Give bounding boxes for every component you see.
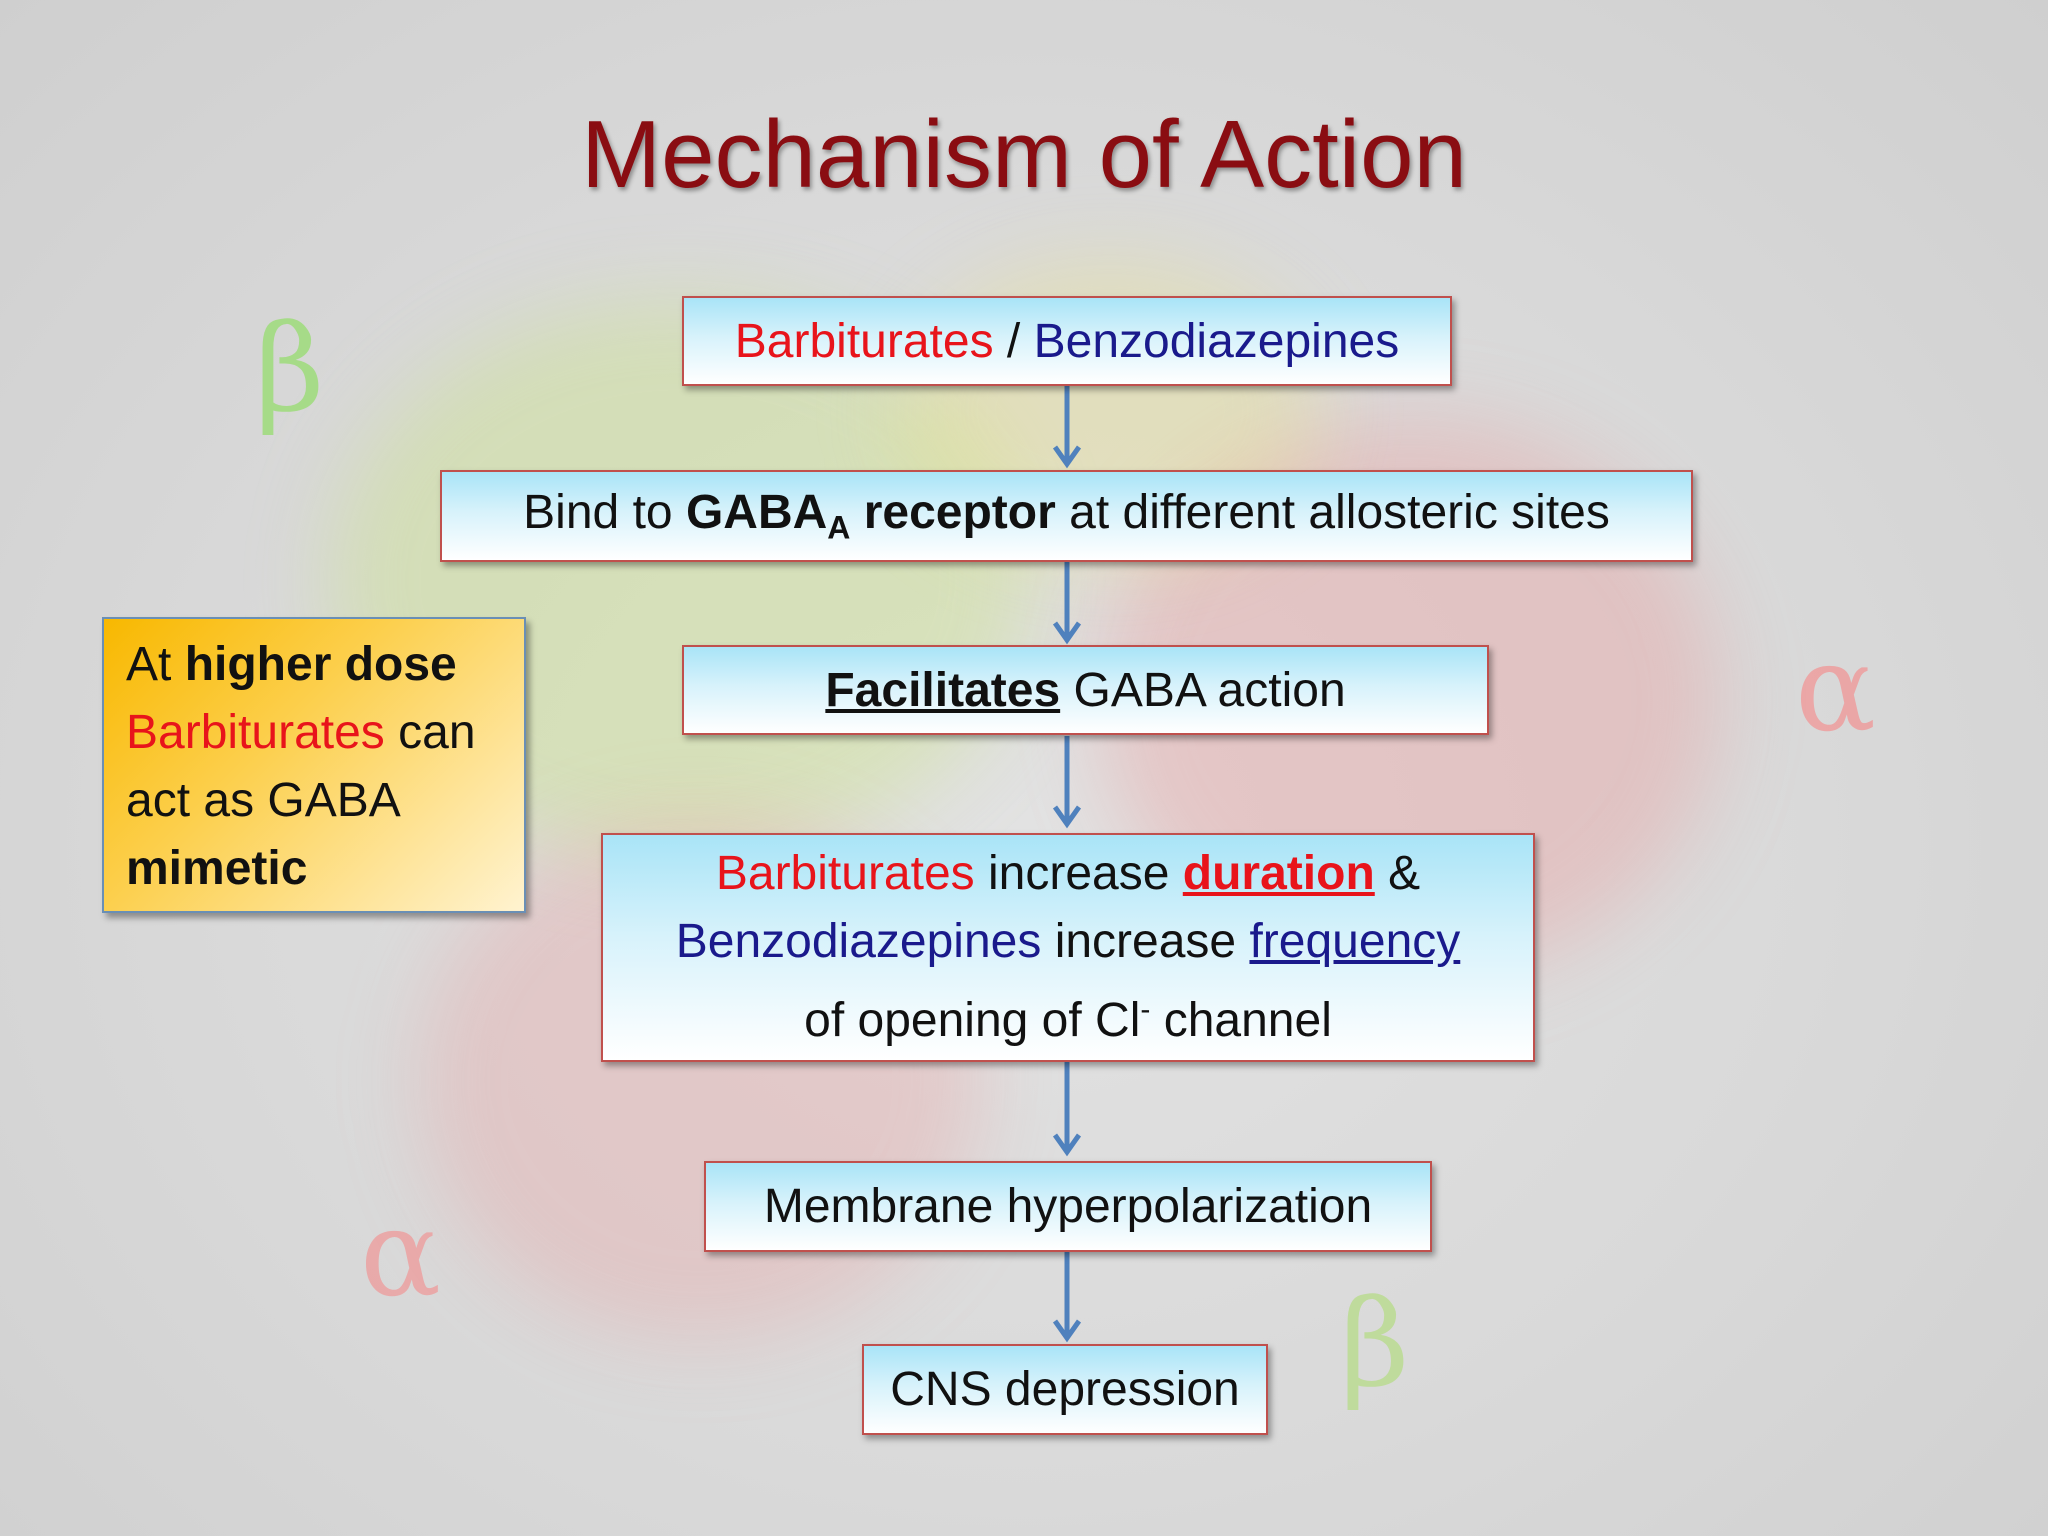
arrow-1-head: [1052, 445, 1082, 469]
increase-text: increase: [988, 847, 1170, 900]
slide-title: Mechanism of Action: [581, 101, 1467, 208]
receptor-text: receptor: [863, 486, 1056, 540]
arrow-2-head: [1052, 621, 1082, 645]
duration-text: duration: [1182, 847, 1375, 900]
slash-separator: /: [1006, 314, 1021, 368]
benzodiazepines-label: Benzodiazepines: [675, 915, 1042, 968]
arrow-4-head: [1052, 1133, 1082, 1157]
facilitates-text: Facilitates: [825, 663, 1061, 717]
hyperpolarization-box: Membrane hyperpolarization: [704, 1161, 1432, 1252]
benzodiazepines-label: Benzodiazepines: [1033, 314, 1400, 368]
bind-receptor-box: Bind to GABAA receptor at different allo…: [440, 470, 1693, 562]
note-at: At: [126, 638, 172, 691]
gaba-action-text: GABA action: [1073, 663, 1346, 717]
note-mimetic: mimetic: [126, 842, 308, 895]
gaba-subscript: A: [827, 509, 851, 546]
hyperpolarization-text: Membrane hyperpolarization: [763, 1180, 1373, 1233]
opening-text: of opening of Cl: [804, 994, 1141, 1047]
allosteric-sites-text: at different allosteric sites: [1069, 486, 1610, 540]
higher-dose-note: At higher dose Barbiturates can act as G…: [102, 617, 526, 913]
cns-depression-box: CNS depression: [862, 1344, 1268, 1435]
barbiturates-label: Barbiturates: [715, 847, 975, 900]
facilitates-box: Facilitates GABA action: [682, 645, 1489, 735]
chloride-superscript: -: [1140, 993, 1151, 1026]
note-barbiturates: Barbiturates: [126, 706, 385, 759]
increase-text: increase: [1054, 915, 1237, 968]
gaba-text: GABA: [685, 486, 828, 540]
alpha-symbol: α: [360, 1185, 442, 1324]
barbiturates-label: Barbiturates: [734, 314, 994, 368]
note-act-as: act as GABA: [126, 774, 401, 827]
frequency-text: frequency: [1249, 915, 1461, 968]
drugs-box: Barbiturates / Benzodiazepines: [682, 296, 1452, 386]
beta-symbol: β: [255, 300, 325, 439]
note-higher-dose: higher dose: [184, 638, 457, 691]
note-can: can: [398, 706, 476, 759]
beta-symbol: β: [1340, 1275, 1410, 1414]
bind-to-text: Bind to: [523, 486, 673, 540]
ampersand: &: [1388, 847, 1421, 900]
cns-depression-text: CNS depression: [890, 1363, 1240, 1416]
arrow-3-head: [1052, 805, 1082, 829]
increase-box: Barbiturates increase duration & Benzodi…: [601, 833, 1535, 1062]
channel-text: channel: [1163, 994, 1332, 1047]
alpha-symbol: α: [1795, 620, 1877, 759]
arrow-5-head: [1052, 1319, 1082, 1343]
